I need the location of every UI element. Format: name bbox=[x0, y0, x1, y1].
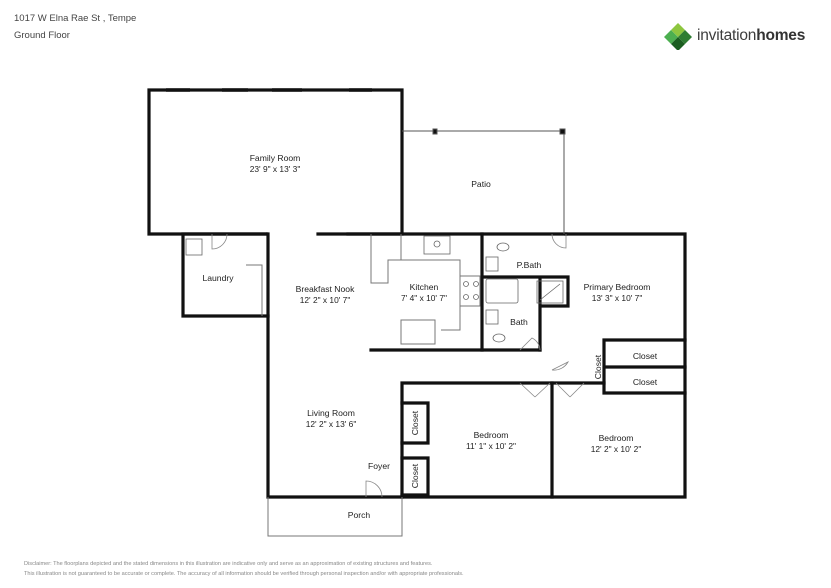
bedroom-2-dims: 12' 2" x 10' 2" bbox=[591, 444, 642, 454]
logo-name-bold: homes bbox=[756, 27, 806, 44]
kitchen-label: Kitchen bbox=[410, 282, 439, 292]
primary-bedroom-dims: 13' 3" x 10' 7" bbox=[592, 293, 643, 303]
disclaimer-line-1: Disclaimer: The floorplans depicted and … bbox=[24, 561, 433, 567]
closet-label-vertical-right: Closet bbox=[593, 354, 603, 379]
door-swings bbox=[211, 233, 585, 498]
primary-bedroom-label: Primary Bedroom bbox=[584, 282, 651, 292]
brand-logo: invitationhomes bbox=[664, 22, 805, 50]
kitchen-dims: 7' 4" x 10' 7" bbox=[401, 293, 447, 303]
closet-label-lower: Closet bbox=[633, 377, 658, 387]
laundry-label: Laundry bbox=[202, 273, 234, 283]
closet-label-vertical-lower: Closet bbox=[410, 463, 420, 488]
foyer-label: Foyer bbox=[368, 461, 390, 471]
patio-label: Patio bbox=[471, 179, 491, 189]
disclaimer-line-2: This illustration is not guaranteed to b… bbox=[24, 571, 464, 577]
interior-lines bbox=[246, 234, 481, 345]
breakfast-nook-label: Breakfast Nook bbox=[296, 284, 355, 294]
bath-label: Bath bbox=[510, 317, 528, 327]
bedroom-2-label: Bedroom bbox=[599, 433, 634, 443]
bedroom-1-label: Bedroom bbox=[474, 430, 509, 440]
family-room-label: Family Room bbox=[250, 153, 301, 163]
address-text: 1017 W Elna Rae St , Tempe bbox=[14, 13, 137, 24]
porch-outline bbox=[267, 497, 403, 537]
closet-label-vertical-upper: Closet bbox=[410, 410, 420, 435]
pbath-label: P.Bath bbox=[517, 260, 542, 270]
fixtures bbox=[185, 235, 564, 343]
bedroom-1-dims: 11' 1" x 10' 2" bbox=[466, 441, 516, 451]
living-room-label: Living Room bbox=[307, 408, 355, 418]
logo-mark-icon bbox=[664, 23, 692, 50]
logo-name-light: invitation bbox=[697, 27, 757, 44]
family-room-dims: 23' 9" x 13' 3" bbox=[250, 164, 301, 174]
porch-label: Porch bbox=[348, 510, 371, 520]
living-room-dims: 12' 2" x 13' 6" bbox=[306, 419, 357, 429]
breakfast-nook-dims: 12' 2" x 10' 7" bbox=[300, 295, 351, 305]
closet-label-upper: Closet bbox=[633, 351, 658, 361]
floor-label: Ground Floor bbox=[14, 30, 70, 41]
logo-wordmark: invitationhomes bbox=[697, 27, 805, 45]
patio-outline bbox=[402, 128, 566, 234]
